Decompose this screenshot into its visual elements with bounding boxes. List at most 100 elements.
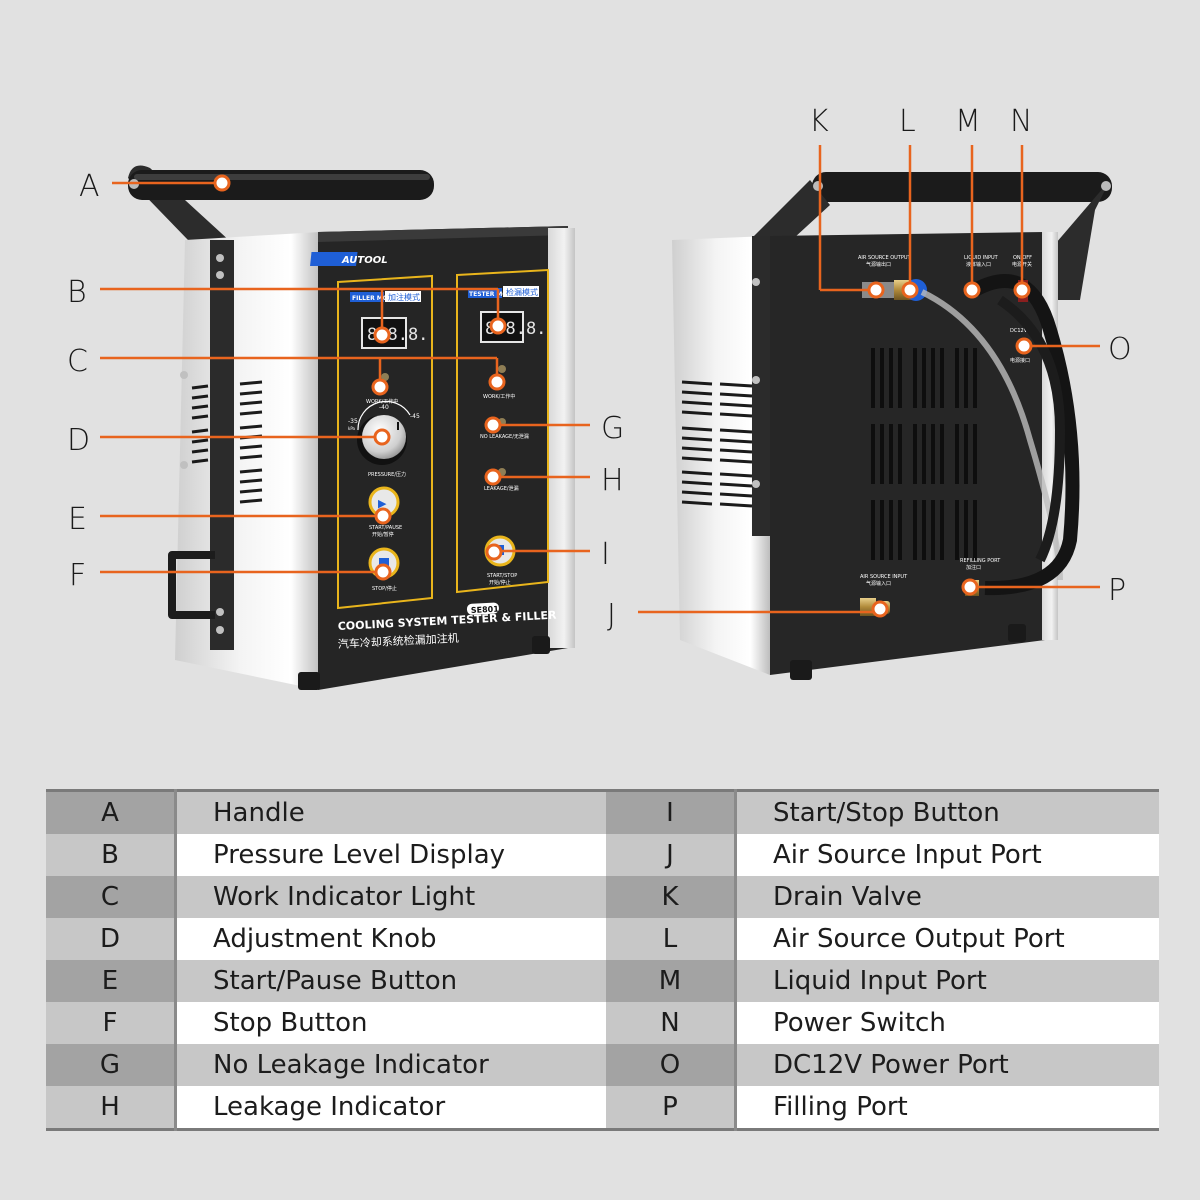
callout-dot-p	[961, 578, 979, 596]
screw-icon	[216, 254, 224, 262]
callout-label-d: D	[67, 423, 90, 458]
model-badge: SE801	[471, 605, 500, 615]
dial-tick: -40	[379, 404, 389, 411]
front-top-edge	[318, 226, 568, 242]
callout-label-k: K	[809, 104, 829, 139]
part-name: DC12V Power Port	[734, 1044, 1159, 1086]
part-letter: K	[606, 876, 736, 918]
callout-dot-c	[488, 373, 506, 391]
callout-dot-i	[485, 543, 503, 561]
callout-dot-c	[371, 378, 389, 396]
foot	[1008, 624, 1026, 642]
screw-icon	[1101, 181, 1111, 191]
clear-hose	[920, 289, 1063, 581]
rear-vent	[871, 348, 977, 560]
part-name: Start/Pause Button	[174, 960, 606, 1002]
callout-dot-g	[484, 416, 502, 434]
play-pause-icon: ▶	[378, 497, 387, 510]
foot	[790, 660, 812, 680]
callout-dot-j	[871, 600, 889, 618]
part-letter: F	[46, 1002, 176, 1044]
front-edge-trim	[548, 228, 575, 648]
rear-side-panel	[672, 236, 770, 675]
start-pause-label: START/PAUSE	[369, 525, 402, 531]
dial-arc	[357, 400, 411, 431]
callout-label-i: I	[601, 537, 610, 572]
part-name: Filling Port	[734, 1086, 1159, 1130]
callout-label-e: E	[68, 502, 87, 537]
brand-logo: AUTOOL	[341, 255, 388, 266]
callout-label-h: H	[601, 463, 624, 498]
dc12v-cn: 电源接口	[1010, 357, 1030, 364]
part-letter: B	[46, 834, 176, 876]
part-letter: N	[606, 1002, 736, 1044]
brand-badge	[310, 252, 358, 266]
tester-work-label: WORK/工作中	[483, 393, 515, 400]
callout-label-n: N	[1010, 104, 1032, 139]
product-title-cn: 汽车冷却系统检漏加注机	[337, 631, 459, 651]
filler-mode-badge	[350, 292, 384, 302]
screw-icon	[216, 608, 224, 616]
tester-work-light	[498, 365, 506, 373]
callout-dot-b	[489, 317, 507, 335]
callout-letters: A B C D E F G H I J K L M N O P	[67, 104, 1132, 633]
rear-handle-bar	[812, 172, 1112, 202]
part-letter: D	[46, 918, 176, 960]
tester-mode-cn-badge	[503, 286, 539, 297]
callout-label-j: J	[607, 598, 616, 633]
callout-label-f: F	[69, 558, 86, 593]
dial-tick: -45	[410, 413, 420, 420]
tester-mode-label: TESTER MODE	[469, 291, 517, 298]
callout-dot-k	[867, 281, 885, 299]
rear-face	[770, 232, 1045, 675]
side-strip	[210, 240, 234, 650]
part-name: Power Switch	[734, 1002, 1159, 1044]
callout-dot-m	[963, 281, 981, 299]
foot	[532, 636, 550, 654]
part-name: Leakage Indicator	[174, 1086, 606, 1130]
callouts	[100, 145, 1100, 614]
air-input-cn: 气源输入口	[866, 580, 891, 587]
screw-icon	[216, 271, 224, 279]
part-letter: O	[606, 1044, 736, 1086]
dc12v-label: DC12V	[1010, 328, 1028, 334]
rear-handle-bracket-right	[1050, 180, 1110, 300]
tester-mode-badge	[468, 288, 502, 298]
tester-panel-border	[456, 268, 549, 594]
callout-label-o: O	[1108, 332, 1132, 367]
rear-unit: AIR SOURCE OUTPUT 气源输出口 LIQUID INPUT 液体输…	[672, 172, 1112, 680]
part-letter: J	[606, 834, 736, 876]
callout-label-p: P	[1108, 573, 1126, 608]
part-name: Liquid Input Port	[734, 960, 1159, 1002]
start-pause-cn: 开始/暂停	[372, 531, 394, 538]
stop-label: STOP/停止	[372, 585, 397, 592]
part-name: Work Indicator Light	[174, 876, 606, 918]
part-name: Start/Stop Button	[734, 790, 1159, 834]
model-badge-bg	[466, 602, 499, 615]
foot	[298, 672, 320, 690]
leakage-label: LEAKAGE/泄漏	[484, 485, 519, 492]
part-letter: C	[46, 876, 176, 918]
part-name: Drain Valve	[734, 876, 1159, 918]
filler-mode-cn: 加注模式	[388, 292, 420, 302]
part-name: Stop Button	[174, 1002, 606, 1044]
air-input-label: AIR SOURCE INPUT	[860, 574, 908, 580]
callout-label-m: M	[955, 104, 981, 139]
part-name: No Leakage Indicator	[174, 1044, 606, 1086]
screw-icon	[752, 480, 760, 488]
screw-icon	[813, 181, 823, 191]
callout-dots	[213, 174, 1033, 618]
dial-unit: kPa	[348, 426, 356, 431]
callout-dot-b	[373, 326, 391, 344]
callout-dot-d	[373, 428, 391, 446]
screw-icon	[180, 371, 188, 379]
part-letter: H	[46, 1086, 176, 1130]
callout-label-c: C	[67, 344, 88, 379]
part-letter: E	[46, 960, 176, 1002]
part-name: Air Source Output Port	[734, 918, 1159, 960]
